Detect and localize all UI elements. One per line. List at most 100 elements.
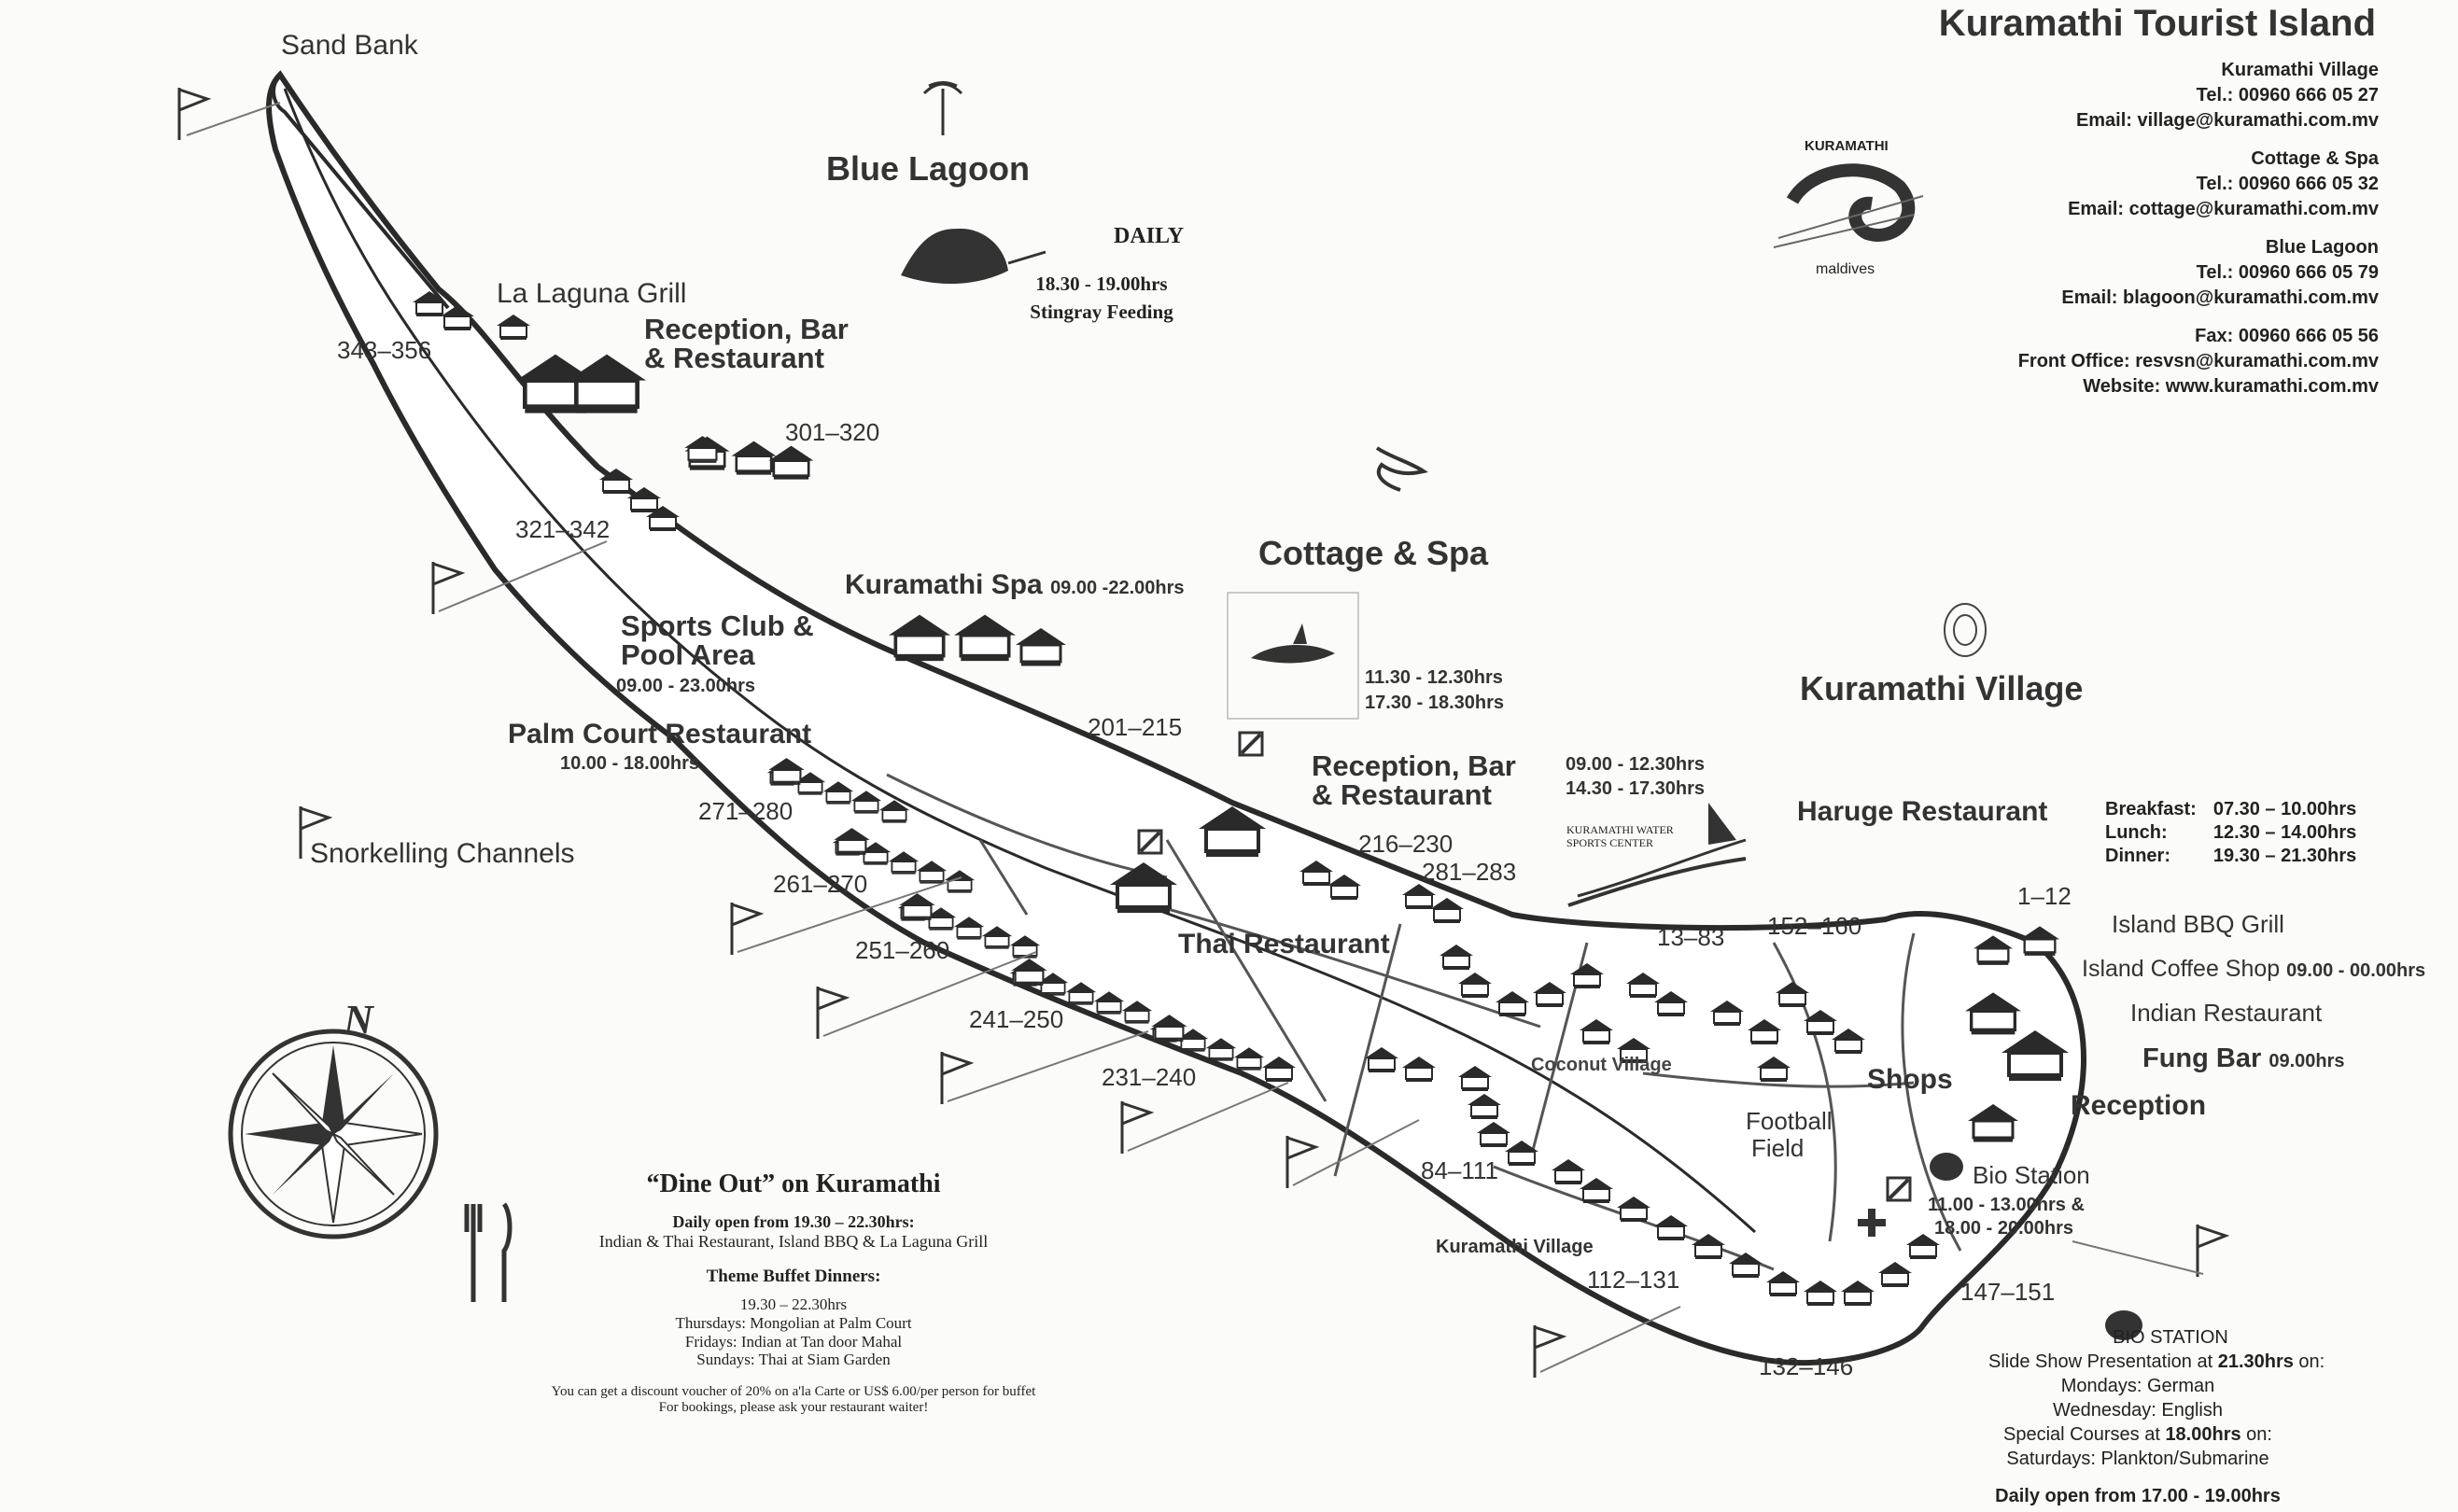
room-range: 84–111 xyxy=(1421,1156,1498,1184)
label-sports-club: Sports Club & Pool Area xyxy=(621,611,814,669)
label-sand-bank: Sand Bank xyxy=(281,30,418,61)
bio-hours-1: 11.00 - 13.00hrs & xyxy=(1928,1195,2085,1215)
diving-hours-1: 11.30 - 12.30hrs xyxy=(1365,667,1503,688)
theme-fridays: Fridays: Indian at Tan door Mahal xyxy=(684,1332,903,1351)
special-pre: Special Courses at xyxy=(2003,1424,2166,1445)
slide-pre: Slide Show Presentation at xyxy=(1988,1351,2218,1372)
label-coffee-shop: Island Coffee Shop 09.00 - 00.00hrs xyxy=(2082,956,2425,983)
bio-info-title: BIO STATION xyxy=(2113,1327,2228,1348)
website-link[interactable]: Website: www.kuramathi.com.mv xyxy=(2083,376,2379,397)
slide-time: 21.30hrs xyxy=(2217,1351,2294,1372)
sports-club-hours: 09.00 - 23.00hrs xyxy=(616,676,755,696)
section-kuramathi-village: Kuramathi Village xyxy=(1800,669,2084,707)
lunch-label: Lunch: xyxy=(2105,822,2168,843)
theme-buffet-title: Theme Buffet Dinners: xyxy=(706,1266,881,1286)
dine-out-venues: Indian & Thai Restaurant, Island BBQ & L… xyxy=(598,1231,989,1251)
label-palm-court: Palm Court Restaurant xyxy=(508,719,812,749)
contact-email[interactable]: Email: blagoon@kuramathi.com.mv xyxy=(2061,287,2379,308)
label-fung-bar: Fung Bar 09.00hrs xyxy=(2142,1043,2345,1074)
room-range: 261–270 xyxy=(773,870,868,898)
bio-hours-2: 18.00 - 20.00hrs xyxy=(1934,1218,2073,1239)
dinner-time: 19.30 – 21.30hrs xyxy=(2212,846,2357,866)
label-bio-station: Bio Station xyxy=(1973,1161,2090,1189)
label-reception-bar-2: Reception, Bar & Restaurant xyxy=(1312,751,1516,809)
contact-email[interactable]: Email: village@kuramathi.com.mv xyxy=(2075,110,2379,131)
village-logo-icon xyxy=(1944,603,1987,657)
label-kuramathi-spa: Kuramathi Spa 09.00 -22.00hrs xyxy=(845,569,1185,602)
sports-club-line1: Sports Club & xyxy=(621,609,814,642)
contact-email[interactable]: Email: cottage@kuramathi.com.mv xyxy=(2068,199,2379,219)
stingray-label: Stingray Feeding xyxy=(1030,301,1173,323)
label-reception-3: Reception xyxy=(2071,1090,2207,1121)
discount-note: You can get a discount voucher of 20% on… xyxy=(551,1383,1036,1399)
label-reception-bar-1: Reception, Bar & Restaurant xyxy=(644,315,849,372)
reception-bar-1-line1: Reception, Bar xyxy=(644,313,849,345)
theme-buffet-time: 19.30 – 22.30hrs xyxy=(739,1295,848,1314)
water-sports-hours-1: 09.00 - 12.30hrs xyxy=(1566,754,1705,775)
fax-number: Fax: 00960 666 05 56 xyxy=(2195,326,2379,346)
water-sports-hours-2: 14.30 - 17.30hrs xyxy=(1566,778,1705,799)
diving-hours-2: 17.30 - 18.30hrs xyxy=(1365,693,1504,713)
room-range: 271–280 xyxy=(698,797,794,825)
room-range: 251–260 xyxy=(855,936,950,964)
label-kuramathi-village-south: Kuramathi Village xyxy=(1436,1237,1594,1257)
special-post: on: xyxy=(2240,1424,2272,1445)
spa-name: Kuramathi Spa xyxy=(845,569,1043,600)
diving-sign-icon xyxy=(1137,731,1912,1202)
label-thai-restaurant: Thai Restaurant xyxy=(1178,929,1390,959)
coffee-shop-hours: 09.00 - 00.00hrs xyxy=(2286,960,2426,981)
dine-out-daily: Daily open from 19.30 – 22.30hrs: xyxy=(672,1212,915,1232)
sand-bank-spit xyxy=(272,73,450,310)
room-range: 343–356 xyxy=(337,336,432,364)
reception-bar-2-line2: & Restaurant xyxy=(1312,778,1492,811)
bio-daily-open: Daily open from 17.00 - 19.00hrs xyxy=(1995,1486,2281,1506)
first-aid-icon xyxy=(1858,1209,1886,1237)
bio-wednesday: Wednesday: English xyxy=(2053,1400,2223,1421)
room-range: 1–12 xyxy=(2017,882,2072,910)
spa-hours: 09.00 -22.00hrs xyxy=(1050,578,1185,598)
kuramathi-logo-text: KURAMATHI xyxy=(1805,138,1889,154)
room-range: 201–215 xyxy=(1088,713,1183,741)
contact-tel: Tel.: 00960 666 05 27 xyxy=(2196,85,2379,105)
bio-mondays: Mondays: German xyxy=(2060,1376,2215,1396)
label-island-bbq: Island BBQ Grill xyxy=(2112,910,2284,938)
inner-shoreline xyxy=(283,88,1757,1234)
slide-post: on: xyxy=(2293,1351,2325,1372)
cottage-spa-logo-icon xyxy=(1375,446,1428,492)
dine-out-title: “Dine Out” on Kuramathi xyxy=(646,1169,941,1198)
label-snorkelling: Snorkelling Channels xyxy=(310,838,575,869)
football-line1: Football xyxy=(1746,1107,1833,1135)
contact-block: Kuramathi Village Tel.: 00960 666 05 27 … xyxy=(2018,58,2379,399)
room-range: 152–160 xyxy=(1767,912,1862,940)
cutlery-icon xyxy=(464,1202,513,1302)
reception-bar-1-line2: & Restaurant xyxy=(644,342,824,374)
sports-club-line2: Pool Area xyxy=(621,638,755,671)
contact-tel: Tel.: 00960 666 05 79 xyxy=(2196,262,2379,283)
label-coconut-village: Coconut Village xyxy=(1531,1055,1672,1075)
room-range: 241–250 xyxy=(969,1005,1064,1033)
room-range: 147–151 xyxy=(1960,1278,2056,1306)
kuramathi-logo-sub: maldives xyxy=(1816,261,1875,277)
diving-shark-logo-icon xyxy=(1227,592,1359,720)
stingray-time: 18.30 - 19.00hrs xyxy=(1035,273,1168,295)
bio-saturdays: Saturdays: Plankton/Submarine xyxy=(2006,1449,2269,1469)
breakfast-time: 07.30 – 10.00hrs xyxy=(2212,799,2357,819)
lunch-time: 12.30 – 14.00hrs xyxy=(2212,822,2357,843)
label-indian-restaurant: Indian Restaurant xyxy=(2130,999,2323,1027)
fung-bar-name: Fung Bar xyxy=(2142,1043,2262,1073)
map-title: Kuramathi Tourist Island xyxy=(1938,3,2376,44)
room-range: 216–230 xyxy=(1358,830,1454,858)
slide-show-line: Slide Show Presentation at 21.30hrs on: xyxy=(1988,1350,2325,1374)
water-sports-center-label: KURAMATHI WATER SPORTS CENTER xyxy=(1566,823,1674,849)
kuramathi-swirl-logo-icon xyxy=(1773,163,1924,248)
dinner-label: Dinner: xyxy=(2105,846,2170,866)
section-cottage-spa: Cottage & Spa xyxy=(1258,534,1489,572)
contact-name: Blue Lagoon xyxy=(2265,237,2379,258)
contact-name: Kuramathi Village xyxy=(2221,60,2379,80)
fung-bar-hours: 09.00hrs xyxy=(2268,1051,2345,1071)
special-time: 18.00hrs xyxy=(2165,1424,2241,1445)
front-office-email[interactable]: Front Office: resvsn@kuramathi.com.mv xyxy=(2017,351,2379,371)
room-range: 281–283 xyxy=(1422,858,1517,886)
football-line2: Field xyxy=(1751,1133,1805,1162)
bio-station-icon xyxy=(1930,1153,2142,1340)
